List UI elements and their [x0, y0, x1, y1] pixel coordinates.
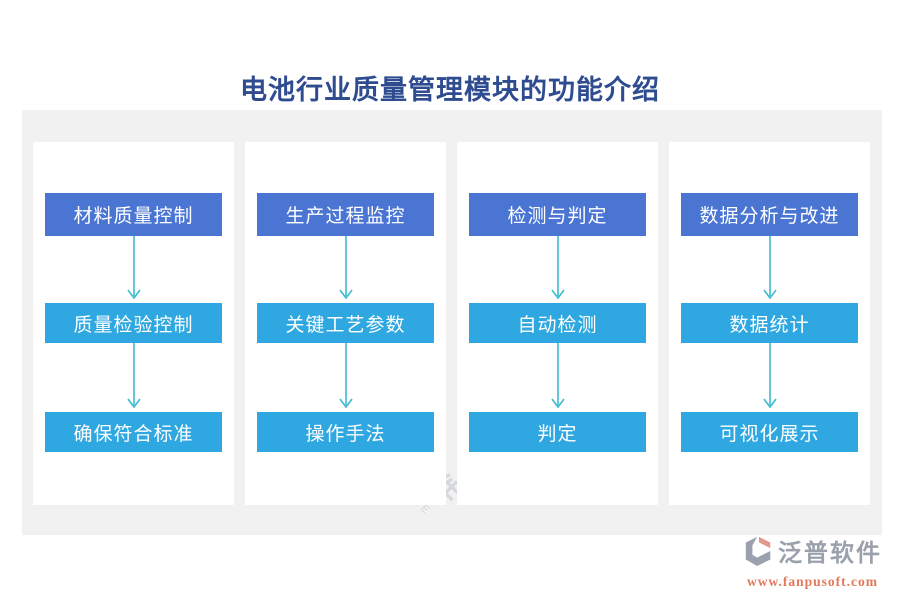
column-card-process-monitoring: 生产过程监控 关键工艺参数 操作手法 [245, 142, 446, 505]
page-title: 电池行业质量管理模块的功能介绍 [240, 75, 660, 105]
column-card-inspection-judgement: 检测与判定 自动检测 判定 [457, 142, 658, 505]
flow-box-header: 生产过程监控 [257, 193, 434, 236]
flow-box-step: 可视化展示 [681, 412, 858, 452]
flow-box-header: 材料质量控制 [45, 193, 222, 236]
down-arrow-icon [762, 236, 777, 303]
fanpu-logo: 泛普软件 www.fanpusoft.com [743, 535, 882, 590]
flow-box-step: 操作手法 [257, 412, 434, 452]
flow-box-header: 检测与判定 [469, 193, 646, 236]
down-arrow-icon [338, 343, 353, 412]
flow-box-step: 确保符合标准 [45, 412, 222, 452]
fanpu-brand-text: 泛普软件 [778, 540, 882, 567]
flow-box-step: 质量检验控制 [45, 303, 222, 343]
down-arrow-icon [338, 236, 353, 303]
flow-box-header: 数据分析与改进 [681, 193, 858, 236]
flow-box-step: 自动检测 [469, 303, 646, 343]
fanpu-logo-icon [743, 535, 775, 572]
flow-box-step: 判定 [469, 412, 646, 452]
down-arrow-icon [550, 236, 565, 303]
down-arrow-icon [126, 236, 141, 303]
column-card-data-analysis: 数据分析与改进 数据统计 可视化展示 [669, 142, 870, 505]
down-arrow-icon [126, 343, 141, 412]
flow-box-step: 关键工艺参数 [257, 303, 434, 343]
fanpu-url-text: www.fanpusoft.com [746, 574, 878, 589]
down-arrow-icon [762, 343, 777, 412]
diagram-panel: 泛普软件 FANPU SOFTWARE 材料质量控制 质量检验控制 确保符合标准… [22, 110, 882, 535]
down-arrow-icon [550, 343, 565, 412]
flow-box-step: 数据统计 [681, 303, 858, 343]
column-card-material-quality: 材料质量控制 质量检验控制 确保符合标准 [33, 142, 234, 505]
